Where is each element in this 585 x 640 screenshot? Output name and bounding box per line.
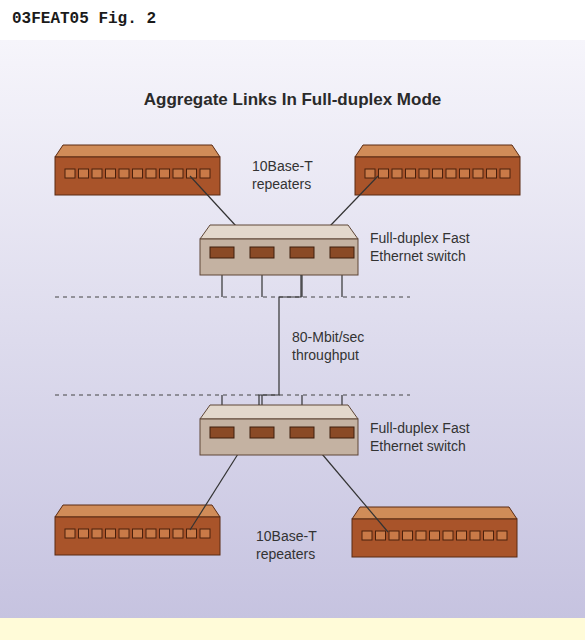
switch-front bbox=[200, 419, 358, 455]
switch-top bbox=[200, 405, 358, 419]
port-link bbox=[261, 395, 262, 406]
switch-box: Full-duplex Fast Ethernet switch bbox=[200, 225, 358, 275]
switch-port bbox=[210, 427, 234, 438]
switch-shape bbox=[200, 405, 358, 455]
repeater-symbol bbox=[352, 507, 517, 557]
dashed-divider bbox=[55, 395, 410, 396]
switch-port bbox=[290, 427, 314, 438]
switch-port bbox=[250, 427, 274, 438]
repeater-wire bbox=[190, 176, 236, 226]
footer-strip bbox=[0, 618, 585, 640]
switch-label: Full-duplex Fast Ethernet switch bbox=[370, 419, 488, 455]
switch-box: Full-duplex Fast Ethernet switch bbox=[200, 405, 358, 455]
device-label: 10Base-T repeaters bbox=[256, 527, 346, 563]
repeater-wire bbox=[190, 454, 238, 530]
repeater-wire bbox=[322, 454, 388, 532]
switch-port bbox=[330, 247, 354, 258]
port-link bbox=[301, 275, 302, 297]
device-label: 10Base-T repeaters bbox=[252, 157, 342, 193]
port-link bbox=[261, 275, 262, 297]
repeater-symbol bbox=[55, 505, 220, 555]
figure-panel bbox=[0, 40, 585, 618]
switch-port bbox=[250, 247, 274, 258]
repeater-symbol bbox=[55, 145, 220, 195]
diagram-title: Aggregate Links In Full-duplex Mode bbox=[0, 90, 585, 110]
port-link bbox=[341, 395, 342, 406]
port-link bbox=[221, 395, 222, 406]
switch-front bbox=[200, 239, 358, 275]
port-link bbox=[341, 275, 342, 297]
port-link bbox=[301, 395, 302, 406]
figure-number: 03FEAT05 Fig. 2 bbox=[12, 10, 312, 28]
repeater-symbol bbox=[355, 145, 520, 195]
switch-label: Full-duplex Fast Ethernet switch bbox=[370, 229, 488, 265]
repeater-wire bbox=[330, 176, 378, 226]
switch-top bbox=[200, 225, 358, 239]
link-label: 80-Mbit/sec throughput bbox=[292, 328, 382, 364]
switch-port bbox=[330, 427, 354, 438]
wires bbox=[190, 176, 388, 532]
switch-port bbox=[210, 247, 234, 258]
switch-port bbox=[290, 247, 314, 258]
dashed-divider bbox=[55, 297, 410, 298]
port-link bbox=[221, 275, 222, 297]
switch-shape bbox=[200, 225, 358, 275]
